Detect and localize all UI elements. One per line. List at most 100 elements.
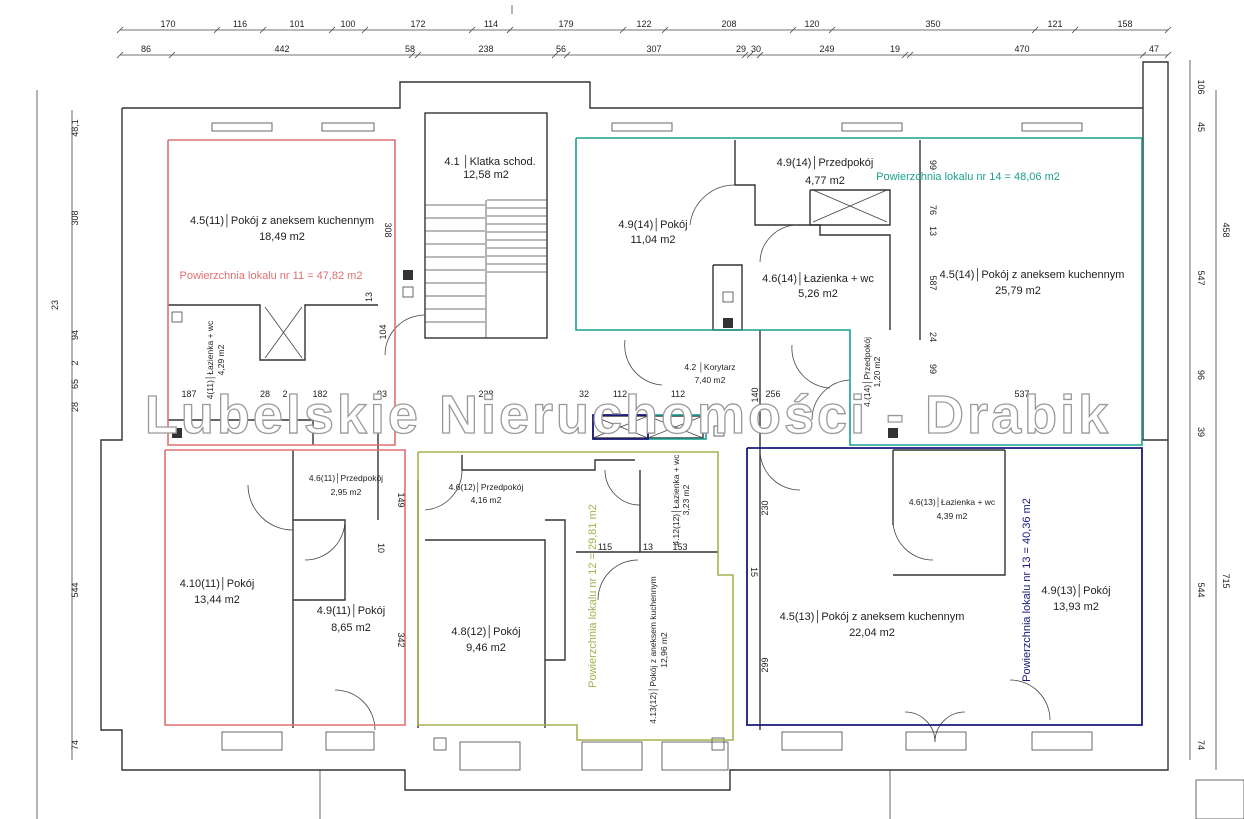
dimension-tick — [1164, 26, 1172, 34]
dim-left-11: 93 — [377, 389, 387, 399]
room-4-5-14-name: 4.5(14)│Pokój z aneksem kuchennym — [940, 267, 1125, 282]
unit-12-area-label: Powierzchnia lokalu nr 12 = 29,81 m2 — [587, 504, 599, 688]
top-dimension-row2: 86 442 58 238 56 307 29 30 249 19 470 47 — [141, 44, 1159, 54]
room-4-12-12-name: 4.12(12)│Łazienka + wc — [671, 454, 682, 546]
unit-area-labels: Powierzchnia lokalu nr 11 = 47,82 m2 Pow… — [180, 171, 1060, 688]
room-4-14-przedpokoj-area: 1,20 m2 — [872, 356, 882, 387]
room-4-6-14-area: 5,26 m2 — [798, 288, 838, 300]
dim-top2-6: 29 — [736, 44, 746, 54]
dim-misc-20: 230 — [760, 500, 770, 515]
room-4-6-11-name: 4.6(11)│Przedpokój — [309, 473, 383, 484]
dimension-tick — [563, 51, 571, 59]
dim-misc-22: 299 — [760, 657, 770, 672]
dimension-tick — [756, 51, 764, 59]
dim-misc-3: 587 — [928, 275, 938, 290]
dim-top2-4: 56 — [556, 44, 566, 54]
dimension-tick — [361, 26, 369, 34]
dimension-tick — [1139, 51, 1147, 59]
dim-top2-5: 307 — [646, 44, 661, 54]
dim-top1-6: 179 — [558, 19, 573, 29]
dim-misc-9: 112 — [613, 389, 627, 399]
room-4-13-12-area: 12,96 m2 — [659, 632, 669, 668]
dim-top1-12: 158 — [1117, 19, 1132, 29]
dim-top1-11: 121 — [1047, 19, 1062, 29]
dimension-tick — [116, 26, 124, 34]
dim-top2-1: 442 — [274, 44, 289, 54]
room-4-10-11-area: 13,44 m2 — [194, 594, 240, 606]
unit-outlines — [164, 137, 1143, 741]
right-dimension-lines: 106 45 547 96 39 544 74 458 715 — [1189, 60, 1231, 770]
dim-misc-6: 49 — [928, 403, 938, 413]
dim-misc-19: 153 — [672, 542, 687, 552]
dim-top1-1: 116 — [233, 19, 247, 29]
room-4-14-przedpokoj-name: 4.(14)│Przedpokój — [862, 337, 873, 407]
dim-misc-5: 99 — [928, 364, 938, 374]
doors — [247, 184, 1051, 743]
dim-right-6: 74 — [1196, 740, 1206, 750]
dim-top1-3: 100 — [340, 19, 355, 29]
dim-misc-15: 149 — [396, 492, 406, 507]
room-4-x-11-lazienka-area: 4,29 m2 — [216, 344, 226, 375]
room-4-12-12-area: 3,23 m2 — [681, 484, 691, 515]
dimension-tick — [1164, 51, 1172, 59]
dimension-tick — [116, 51, 124, 59]
dim-right-0: 106 — [1196, 79, 1206, 94]
room-4-9-13-name: 4.9(13)│Pokój — [1041, 583, 1110, 598]
dim-top2-9: 19 — [890, 44, 900, 54]
dim-misc-21: 15 — [749, 567, 759, 577]
room-4-6-13-name: 4.6(13)│Łazienka + wc — [909, 497, 996, 508]
room-4-8-12-name: 4.8(12)│Pokój — [451, 624, 520, 639]
dim-left-2: 94 — [70, 330, 80, 340]
room-4-9-13-area: 13,93 m2 — [1053, 601, 1099, 613]
dim-top1-7: 122 — [636, 19, 651, 29]
room-4-6-13-area: 4,39 m2 — [937, 511, 968, 521]
dim-top1-9: 120 — [804, 19, 819, 29]
dim-left-0: 48,1 — [70, 119, 80, 137]
watermark-text: Lubelskie Nieruchomości - Drabik — [145, 385, 1111, 445]
dim-misc-1: 76 — [928, 205, 938, 215]
dimension-tick — [746, 51, 754, 59]
inner-dimensions: 99 76 13 587 24 99 49 238 32 112 112 140… — [376, 160, 1030, 673]
dimension-tick — [408, 51, 416, 59]
room-4-10-11-name: 4.10(11)│Pokój — [180, 576, 255, 591]
dim-left-7: 74 — [70, 740, 80, 750]
dim-top2-11: 47 — [1149, 44, 1159, 54]
room-labels: 4.1 │Klatka schod. 12,58 m2 4.9(14)│Prze… — [180, 154, 1125, 724]
room-4-2-area: 7,40 m2 — [695, 375, 726, 385]
dimension-tick — [551, 51, 559, 59]
room-4-8-12-area: 9,46 m2 — [466, 642, 506, 654]
dimension-tick — [828, 26, 836, 34]
room-4-5-11-name: 4.5(11)│Pokój z aneksem kuchennym — [190, 213, 374, 228]
left-dimension-lines: 48,1 308 94 2 65 28 544 74 23 13 104 93 … — [36, 90, 388, 819]
dim-right-2: 547 — [1196, 270, 1206, 285]
dim-left-6: 544 — [70, 582, 80, 597]
dimension-tick — [741, 51, 749, 59]
dimension-tick — [213, 26, 221, 34]
room-4-6-14-name: 4.6(14)│Łazienka + wc — [762, 271, 874, 286]
dim-right-4: 39 — [1196, 427, 1206, 437]
dimension-tick — [906, 51, 914, 59]
dim-left-10: 104 — [378, 324, 388, 339]
unit-14-outline — [575, 137, 1143, 446]
dimension-tick — [168, 51, 176, 59]
dim-misc-23: 308 — [383, 222, 393, 237]
dimension-tick — [506, 26, 514, 34]
dim-misc-12: 256 — [765, 389, 780, 399]
unit-13-outline — [746, 447, 1143, 726]
dim-misc-2: 13 — [928, 226, 938, 236]
room-4-6-12-name: 4.6(12)│Przedpokój — [449, 482, 524, 493]
dim-left-14: 2 — [282, 389, 287, 399]
room-4-9-11-area: 8,65 m2 — [331, 622, 371, 634]
room-4-9-11-name: 4.9(11)│Pokój — [317, 603, 385, 618]
room-4-x-11-lazienka-name: 4(11)│Łazienka + wc — [205, 320, 216, 399]
dimension-tick — [1071, 26, 1079, 34]
unit-11-outline — [167, 139, 396, 446]
dimension-tick — [901, 51, 909, 59]
dimension-tick — [259, 26, 267, 34]
unit-13-area-label: Powierzchnia lokalu nr 13 = 40,36 m2 — [1021, 498, 1033, 682]
unit-11-lower-outline — [164, 449, 406, 726]
dim-misc-10: 112 — [671, 389, 685, 399]
top-dimension-row1: 170 116 101 100 172 114 179 122 208 120 … — [160, 19, 1132, 29]
dim-top1-8: 208 — [721, 19, 736, 29]
room-4-6-11-area: 2,95 m2 — [331, 487, 362, 497]
